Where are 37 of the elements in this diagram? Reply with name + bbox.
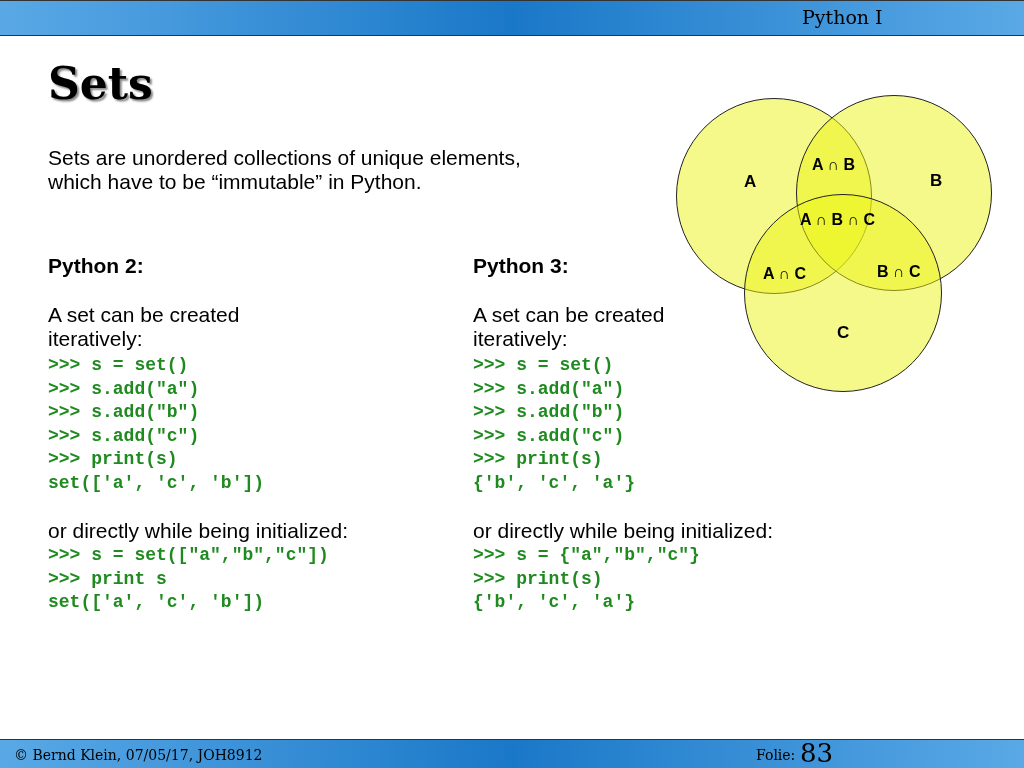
- column-heading: Python 2:: [48, 254, 144, 278]
- code-line: >>> print(s): [473, 449, 603, 469]
- body-text: A set can be created iteratively:: [48, 303, 241, 351]
- code-line: {'b', 'c', 'a'}: [473, 472, 636, 493]
- body-text: or directly while being initialized:: [473, 519, 773, 543]
- set-label: B: [930, 171, 943, 191]
- slide-number-label: Folie:: [756, 747, 796, 763]
- slide-title: Sets: [48, 58, 153, 109]
- set-label: C: [837, 323, 850, 343]
- intersection-label: A ∩ B ∩ C: [800, 211, 875, 229]
- intersection-label: A ∩ C: [763, 265, 806, 283]
- code-line: >>> s.add("b"): [48, 402, 200, 422]
- code-line: >>> s = set(["a","b","c"]): [48, 545, 329, 565]
- code-line: >>> print s: [48, 568, 167, 589]
- intersection-label: B ∩ C: [877, 263, 921, 281]
- code-line: >>> s.add("a"): [473, 378, 625, 399]
- set-label: A: [744, 172, 757, 192]
- header-text: Python I: [802, 6, 883, 28]
- code-line: >>> print(s): [48, 449, 178, 469]
- code-line: {'b', 'c', 'a'}: [473, 592, 636, 612]
- code-line: set(['a', 'c', 'b']): [48, 472, 265, 493]
- code-line: >>> s = set(): [473, 355, 614, 375]
- footer-text: © Bernd Klein, 07/05/17, JOH8912: [14, 747, 263, 763]
- code-line: >>> s.add("c"): [473, 425, 625, 446]
- body-text: or directly while being initialized:: [48, 519, 348, 543]
- code-line: >>> s.add("c"): [48, 425, 200, 446]
- column-heading: Python 3:: [473, 254, 569, 278]
- code-line: >>> s = set(): [48, 355, 189, 375]
- code-line: >>> s.add("b"): [473, 402, 625, 422]
- code-line: >>> print(s): [473, 568, 603, 589]
- intersection-label: A ∩ B: [812, 156, 855, 174]
- slide-number: 83: [800, 738, 834, 768]
- code-line: set(['a', 'c', 'b']): [48, 592, 265, 612]
- code-line: >>> s = {"a","b","c"}: [473, 545, 700, 565]
- body-text: A set can be created iteratively:: [473, 303, 666, 351]
- code-line: >>> s.add("a"): [48, 378, 200, 399]
- intro-text: Sets are unordered collections of unique elements, which have to be “immutable” in Python.: [48, 146, 522, 194]
